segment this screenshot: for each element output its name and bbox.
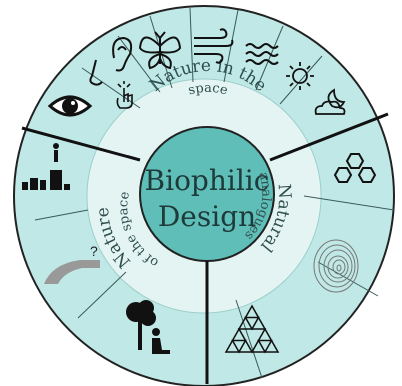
sun-icon bbox=[286, 62, 314, 90]
moon-cloud-icon bbox=[314, 88, 346, 115]
section-label-nature-in-the-space-2: space bbox=[187, 81, 230, 99]
winding-path-icon bbox=[44, 260, 100, 284]
person-on-tower-icon bbox=[22, 143, 70, 190]
nose-icon bbox=[89, 59, 103, 86]
question-mark: ? bbox=[90, 243, 98, 259]
wind-icon bbox=[194, 28, 234, 64]
center-title-line2: Design bbox=[158, 200, 256, 233]
butterfly-icon bbox=[138, 31, 182, 70]
water-waves-icon bbox=[245, 43, 279, 65]
wood-grain-icon bbox=[313, 239, 359, 293]
hexagon-cluster-icon bbox=[333, 153, 377, 183]
sierpinski-triangle-icon bbox=[224, 304, 280, 354]
main-section-dividers bbox=[21, 112, 389, 384]
eye-icon bbox=[47, 95, 93, 117]
ear-icon bbox=[112, 36, 133, 72]
center-title-line1: Biophilic bbox=[145, 164, 270, 197]
tree-person-icon bbox=[126, 300, 170, 354]
touch-hand-icon bbox=[116, 81, 133, 109]
